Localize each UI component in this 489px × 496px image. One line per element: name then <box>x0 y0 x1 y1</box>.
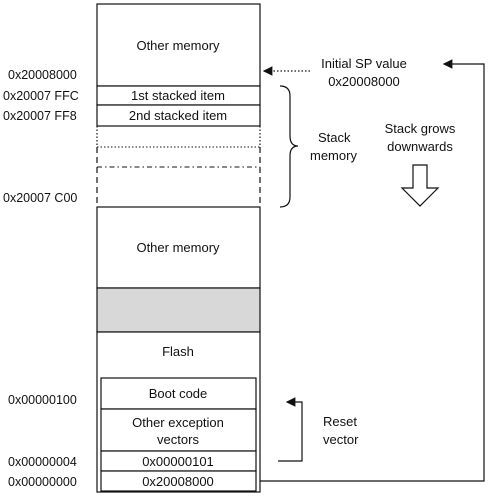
other-exception-label-line2: vectors <box>157 432 199 447</box>
address-20007C00: 0x20007 C00 <box>3 191 77 205</box>
memory-column-bottom <box>96 206 261 493</box>
stack-memory-brace <box>279 85 299 208</box>
reset-vector-label-line1: Reset <box>323 414 357 429</box>
boot-code-label: Boot code <box>149 386 208 401</box>
stack-memory-label-line2: memory <box>310 148 357 163</box>
flash-label: Flash <box>162 344 194 359</box>
initial-sp-entry-block <box>100 470 257 492</box>
reserved-gray-block <box>96 287 261 333</box>
initial-sp-label-line2: 0x20008000 <box>328 74 400 89</box>
address-20007FFC: 0x20007 FFC <box>3 89 79 103</box>
stack-grows-down-arrow-icon <box>400 164 440 207</box>
reset-vector-arrow <box>278 397 303 462</box>
reset-vector-value-label: 0x00000101 <box>142 454 214 469</box>
initial-sp-connector-arrow <box>260 59 485 482</box>
other-memory-top-label: Other memory <box>136 38 220 53</box>
other-exception-label-line1: Other exception <box>132 415 224 430</box>
stack-grows-label-line2: downwards <box>387 139 453 154</box>
stack-grows-label-line1: Stack grows <box>385 121 456 136</box>
boot-code-block <box>100 377 257 410</box>
initial-sp-value-label: 0x20008000 <box>142 474 214 489</box>
initial-sp-label-line1: Initial SP value <box>321 56 407 71</box>
address-20007FF8: 0x20007 FF8 <box>3 109 77 123</box>
stack-memory-label-line1: Stack <box>318 130 351 145</box>
second-stacked-item-block <box>96 104 261 127</box>
address-00000000: 0x00000000 <box>8 475 77 489</box>
reset-vector-label-line2: vector <box>323 432 359 447</box>
address-00000100: 0x00000100 <box>8 393 77 407</box>
address-20008000: 0x20008000 <box>8 68 77 82</box>
other-memory-top-block <box>96 3 261 87</box>
memory-column-top <box>96 3 261 207</box>
first-stacked-item-label: 1st stacked item <box>131 88 225 103</box>
other-memory-mid-block <box>96 206 261 289</box>
second-stacked-item-label: 2nd stacked item <box>129 108 227 123</box>
other-memory-mid-label: Other memory <box>136 240 220 255</box>
address-00000004: 0x00000004 <box>8 455 77 469</box>
